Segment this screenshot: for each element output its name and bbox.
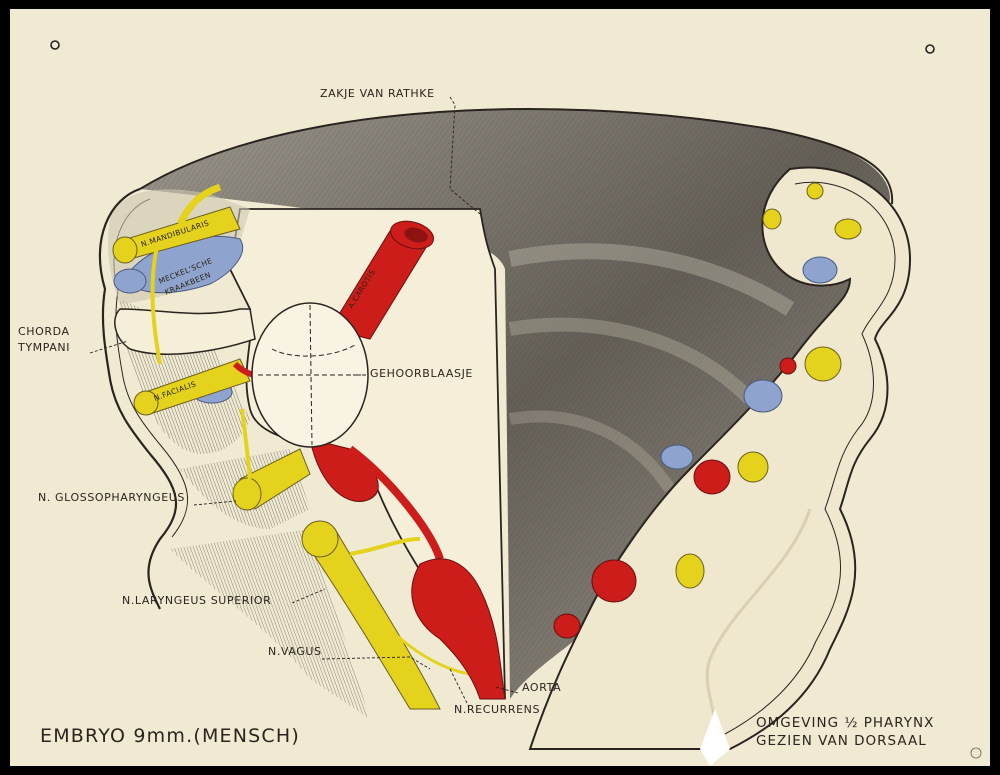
mandibular-process [114,308,256,355]
nerve-facialis [133,358,251,416]
embryo-head-outline [98,187,178,610]
plate-subtitle-1: OMGEVING ½ PHARYNX [756,715,935,731]
leader-lines [89,96,519,710]
nerve-glossopharyngeus [232,408,311,511]
plate-title: EMBRYO 9mm.(MENSCH) [40,725,300,747]
punch-hole-left [50,40,60,50]
pharynx-wall-section [528,166,912,750]
anatomical-plate: N.MANDIBULARIS MECKEL'SCHE KRAAKBEEN N.F… [10,9,990,766]
label-laryngeus-superior: N.LARYNGEUS SUPERIOR [122,594,272,607]
label-recurrens: N.RECURRENS [454,703,541,716]
pharynx-illustration: N.MANDIBULARIS MECKEL'SCHE KRAAKBEEN N.F… [50,40,982,766]
label-gehoorblaasje: GEHOORBLAASJE [370,367,473,380]
artery-carotis [329,220,435,340]
label-aorta: AORTA [522,681,562,694]
label-chorda: CHORDA [18,325,70,338]
nerve-vagus [301,520,471,710]
punch-hole-right [925,44,935,54]
artery-aorta [232,361,506,700]
label-glossopharyngeus: N. GLOSSOPHARYNGEUS [38,491,185,504]
label-tympani: TYMPANI [18,341,71,354]
label-zakje-van-rathke: ZAKJE VAN RATHKE [320,87,435,100]
wall-blobs [553,182,862,639]
plate-subtitle-2: GEZIEN VAN DORSAAL [756,733,927,749]
label-vagus: N.VAGUS [268,645,322,658]
nerve-mandibularis [112,183,241,365]
